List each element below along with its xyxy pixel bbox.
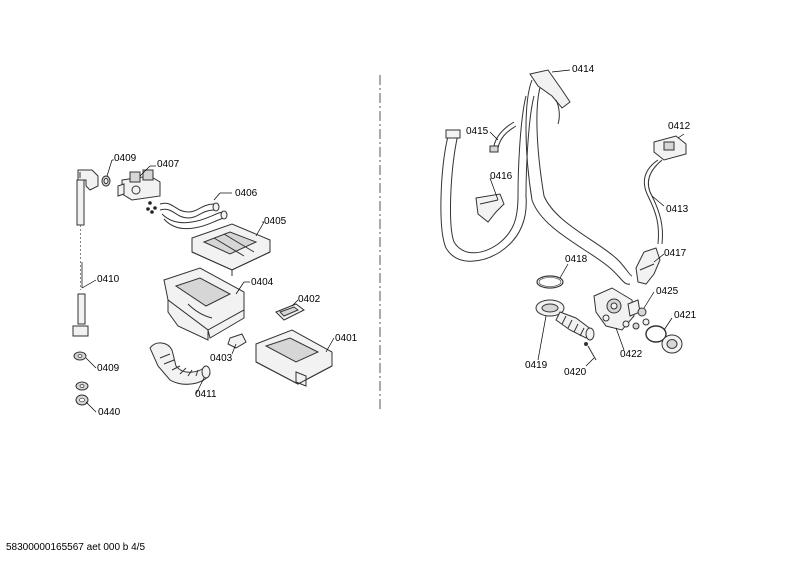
part-0401-drawer bbox=[255, 329, 333, 387]
label-0412: 0412 bbox=[668, 121, 691, 132]
label-0406: 0406 bbox=[235, 188, 258, 199]
label-0409-top: 0409 bbox=[114, 153, 137, 164]
label-0405: 0405 bbox=[264, 216, 287, 227]
label-0407: 0407 bbox=[157, 159, 180, 170]
part-fittings bbox=[146, 201, 157, 214]
part-0418-clamp bbox=[536, 275, 564, 289]
label-0416: 0416 bbox=[490, 171, 513, 182]
label-0402: 0402 bbox=[298, 294, 321, 305]
part-0403 bbox=[227, 333, 247, 349]
part-0419-sump-hose bbox=[535, 299, 595, 341]
label-0422: 0422 bbox=[620, 349, 643, 360]
label-0420: 0420 bbox=[564, 367, 587, 378]
part-0417-chamber bbox=[635, 247, 661, 285]
part-0415-u-hose bbox=[440, 95, 535, 262]
part-0414-drain-hose bbox=[525, 69, 633, 285]
part-0440-washers bbox=[75, 381, 89, 406]
label-0417: 0417 bbox=[664, 248, 687, 259]
part-0422-pump bbox=[593, 287, 641, 331]
label-0413: 0413 bbox=[666, 204, 689, 215]
label-0401: 0401 bbox=[335, 333, 358, 344]
part-0407-valve bbox=[117, 169, 161, 201]
part-0402 bbox=[275, 303, 305, 321]
part-0412-pressure-switch bbox=[653, 135, 687, 161]
label-0421: 0421 bbox=[674, 310, 697, 321]
label-0409-bottom: 0409 bbox=[97, 363, 120, 374]
part-0410-inlet-pipe bbox=[72, 179, 89, 337]
label-0440: 0440 bbox=[98, 407, 121, 418]
label-0415: 0415 bbox=[466, 126, 489, 137]
part-0406-hoses bbox=[159, 202, 228, 230]
label-0414: 0414 bbox=[572, 64, 595, 75]
label-0418: 0418 bbox=[565, 254, 588, 265]
document-footer: 58300000165567 aet 000 b 4/5 bbox=[6, 542, 146, 553]
part-0413-pressure-hose bbox=[643, 159, 663, 245]
part-0409-washer bbox=[73, 351, 87, 361]
label-0425: 0425 bbox=[656, 286, 679, 297]
label-0404: 0404 bbox=[251, 277, 274, 288]
label-0403: 0403 bbox=[210, 353, 233, 364]
part-0415-small-hose bbox=[489, 121, 517, 153]
label-0410: 0410 bbox=[97, 274, 120, 285]
part-0411-bellows-hose bbox=[149, 342, 211, 385]
part-0405-distributor bbox=[191, 223, 271, 276]
label-0411: 0411 bbox=[195, 389, 217, 400]
part-labels: 0409 0407 0406 0405 0410 0404 0402 0401 … bbox=[97, 64, 697, 418]
part-0416-bracket bbox=[475, 193, 505, 223]
part-0404-drawer-housing bbox=[163, 267, 245, 341]
leader-lines bbox=[81, 69, 685, 413]
label-0419: 0419 bbox=[525, 360, 548, 371]
part-0425-seals bbox=[632, 307, 650, 330]
part-0421-filter bbox=[645, 325, 683, 354]
part-0420-rod bbox=[584, 342, 597, 361]
